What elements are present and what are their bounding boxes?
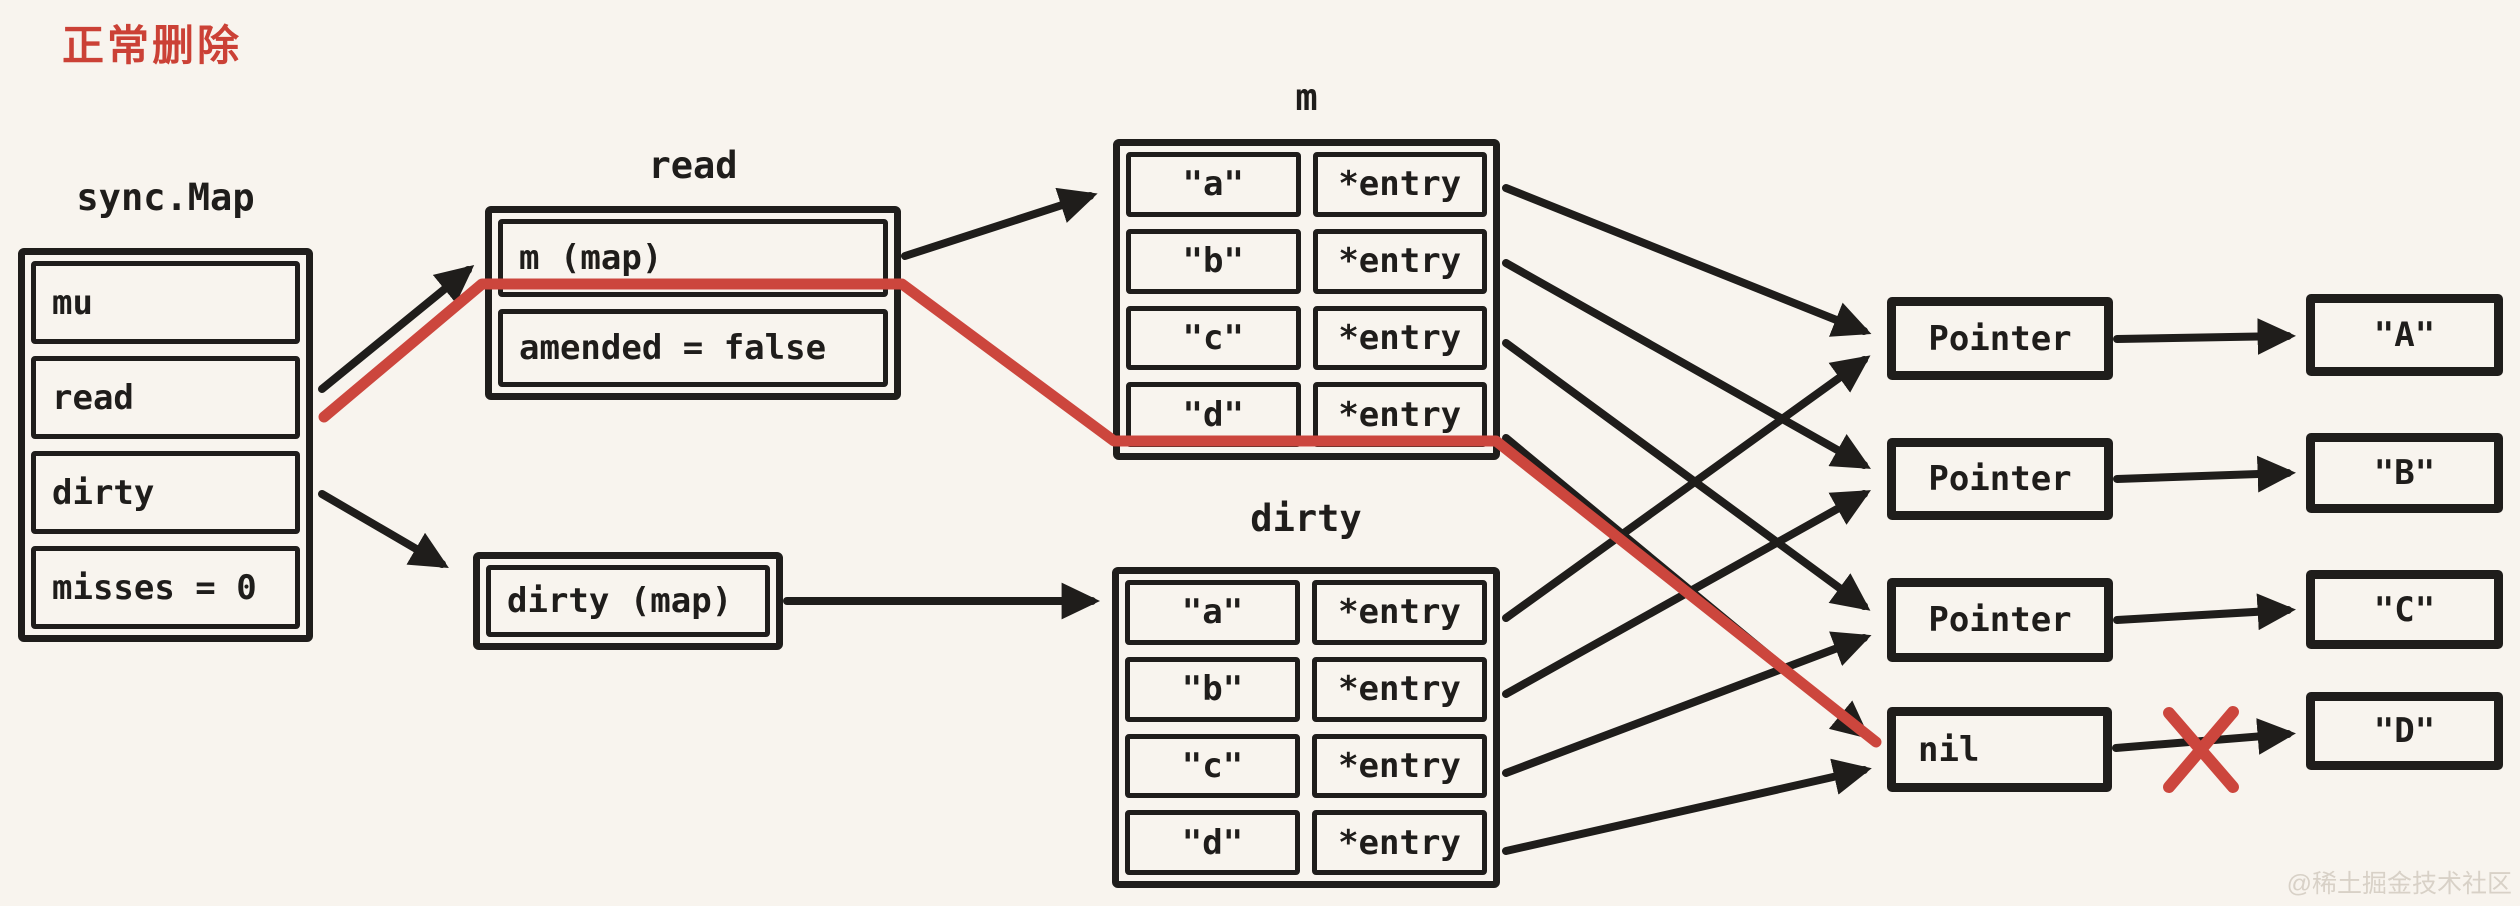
edge-dirty-d-to-nil [1502,758,1872,855]
m-table-entry-d: *entry [1312,382,1487,447]
edge-read-m-to-m-table [901,187,1098,260]
sync-map-struct: mu read dirty misses = 0 [18,248,313,642]
sync-map-field-dirty: dirty [31,451,300,534]
dirty-table-key-b: "b" [1125,656,1300,722]
dirty-table-label: dirty [1250,497,1362,540]
value-box-b: "B" [2306,433,2503,513]
nil-box: nil [1887,707,2112,792]
sync-map-field-mu: mu [31,261,300,344]
edge-nil-to-value-d [2112,718,2296,755]
edge-m-d-to-nil [1502,434,1871,740]
edge-pointer-2-to-value-b [2113,455,2296,493]
sync-map-label: sync.Map [76,176,255,219]
edge-read-field-to-read-struct [318,264,475,393]
edge-m-b-to-pointer-2 [1502,259,1871,469]
diagram-title: 正常删除 [62,22,243,69]
dirty-table: "a" *entry "b" *entry "c" *entry "d" *en… [1112,567,1500,888]
value-box-d: "D" [2306,692,2503,770]
edge-pointer-1-to-value-a [2113,318,2296,355]
m-table: "a" *entry "b" *entry "c" *entry "d" *en… [1113,139,1500,460]
edge-dirty-c-to-pointer-3 [1502,631,1872,777]
value-box-c: "C" [2306,570,2503,649]
pointer-box-2: Pointer [1887,438,2113,520]
edge-m-a-to-pointer-1 [1502,184,1872,337]
pointer-box-3: Pointer [1887,578,2113,662]
dirty-table-entry-c: *entry [1312,733,1487,799]
dirty-table-key-a: "a" [1125,580,1300,645]
read-field-amended: amended = false [498,309,888,387]
dirty-table-key-d: "d" [1125,810,1300,875]
edge-dirty-b-to-pointer-2 [1502,490,1871,698]
m-table-key-c: "c" [1126,305,1301,371]
edge-m-c-to-pointer-3 [1502,339,1871,611]
m-table-key-a: "a" [1126,152,1301,217]
read-field-m: m (map) [498,219,888,297]
edge-pointer-3-to-value-c [2113,593,2296,631]
m-table-entry-c: *entry [1312,305,1487,371]
sync-map-field-read: read [31,356,300,439]
read-struct: m (map) amended = false [485,206,901,400]
m-table-entry-a: *entry [1312,152,1487,217]
value-box-a: "A" [2306,294,2503,376]
dirty-table-entry-d: *entry [1312,810,1487,875]
m-table-entry-b: *entry [1312,228,1487,294]
m-table-key-b: "b" [1126,228,1301,294]
watermark: @稀土掘金技术社区 [2286,870,2512,898]
read-label: read [648,144,738,187]
pointer-box-1: Pointer [1887,297,2113,380]
dirty-map-box: dirty (map) [473,552,783,650]
dirty-table-entry-b: *entry [1312,656,1487,722]
sync-map-field-misses: misses = 0 [31,546,300,629]
deleted-cross-icon [2163,706,2239,793]
dirty-table-entry-a: *entry [1312,580,1487,645]
m-table-label: m [1295,76,1318,119]
m-table-key-d: "d" [1126,382,1301,447]
dirty-table-key-c: "c" [1125,733,1300,799]
edge-dirty-a-to-pointer-1 [1502,355,1871,622]
edge-dirty-field-to-dirty-map [318,490,449,569]
dirty-map-text: dirty (map) [486,565,770,637]
